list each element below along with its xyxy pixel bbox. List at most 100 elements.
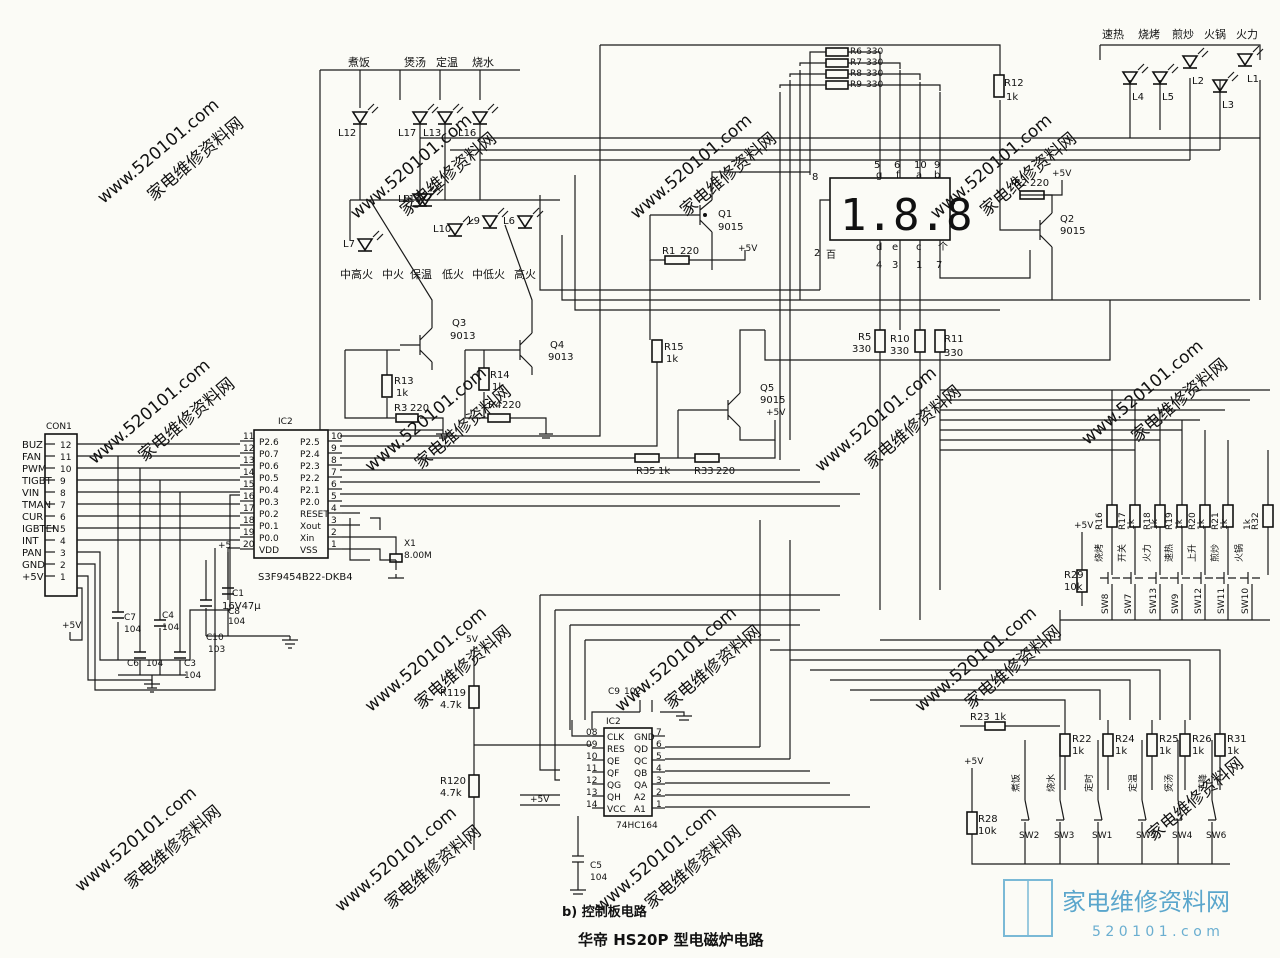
resistor-label: R17 (1118, 512, 1128, 530)
ic2-pin-number: 5 (331, 492, 337, 502)
cap-c10-label: C10 (206, 633, 224, 643)
supply-5v: +5V (1052, 169, 1072, 179)
resistor-r1-value: 220 (680, 246, 699, 257)
ic-mcu: IC2 11P2.612P0.713P0.614P0.515P0.416P0.3… (240, 417, 353, 583)
ic2-pin-label: Xin (300, 534, 314, 544)
resistor-r10-value: 330 (890, 346, 909, 357)
led-ref: L12 (338, 128, 356, 139)
led-ref: L10 (433, 224, 451, 235)
resistor-value: 330 (866, 58, 883, 68)
switch-func: 开关 (1116, 544, 1128, 562)
crystal-value: 8.00M (404, 551, 432, 561)
con1-pin-number: 6 (60, 513, 66, 523)
switch-icon (1123, 572, 1143, 584)
resistor-r12: R12 1k (993, 74, 1024, 103)
ic2-pin-label: VSS (300, 546, 318, 556)
resistor-value: 1k (1115, 746, 1127, 757)
led-icon (416, 193, 434, 207)
switch-icon (1170, 572, 1190, 584)
con1-caps: C7 104 C6 104 C4 104 C3 104 (112, 456, 201, 693)
ic2-pin-label: VDD (259, 546, 279, 556)
display-pin: 3 (892, 260, 898, 271)
ic2-pin-number: 15 (243, 480, 254, 490)
resistor-r120-value: 4.7k (440, 788, 462, 799)
led-ref: L2 (1192, 76, 1204, 87)
con1-pin-number: 3 (60, 549, 66, 559)
transistor-q4-label: Q4 (550, 340, 564, 351)
display-pin: 2 (814, 248, 820, 259)
con1-pin-label: FAN (22, 452, 41, 463)
switch-icon (1138, 740, 1147, 864)
supply-plus5: +5V (964, 757, 984, 767)
ic2-pin-number: 14 (243, 468, 255, 478)
switch-ref: SW12 (1194, 588, 1204, 614)
transistor-q1: Q1 9015 R1 220 +5V (649, 171, 810, 340)
switch-icon (1216, 572, 1236, 584)
ic2-body (253, 429, 329, 559)
cap-c9-value: 102 (624, 687, 641, 697)
transistor-q5: Q5 9015 +5V R35 1k R33 220 (340, 300, 1111, 477)
display-pin: 7 (936, 260, 942, 271)
switch-icon (1208, 740, 1217, 864)
switch-ref: SW13 (1149, 588, 1159, 614)
ic3-pin-label: QD (634, 745, 648, 755)
con1-pin-number: 10 (60, 465, 72, 475)
crystal-x1: X1 8.00M (342, 512, 432, 579)
switch-ref: SW6 (1206, 831, 1227, 841)
resistor-value: 1k (1175, 518, 1185, 530)
cap-c3-value: 104 (184, 671, 201, 681)
led-ref: L16 (458, 128, 476, 139)
led-ref: L4 (1132, 92, 1144, 103)
switch-ref: SW4 (1172, 831, 1193, 841)
resistor-r11-label: R11 (944, 334, 964, 345)
resistor-value: 1k (1227, 746, 1239, 757)
resistor-r33-label: R33 (694, 466, 714, 477)
led-mid-func: 中火 (382, 268, 404, 281)
con1-pin-number: 12 (60, 441, 71, 451)
con1-pin-label: IGBTEN (22, 524, 59, 535)
resistor-r12-label: R12 (1004, 78, 1024, 89)
resistor-r35-value: 1k (658, 466, 670, 477)
resistor-r28-label: R28 (978, 814, 998, 825)
con1-pin-label: PWM (22, 464, 47, 475)
display-pin: 4 (876, 260, 882, 271)
led-icon (516, 215, 534, 229)
ic2-pin-label: P0.2 (259, 510, 279, 520)
switch-func: 下降 (1197, 774, 1209, 792)
cap-c4-label: C4 (162, 611, 174, 621)
supply-plus5: +5V (1074, 521, 1094, 531)
resistor-r28-value: 10k (978, 826, 997, 837)
ic3-label: IC2 (606, 717, 621, 727)
resistor-r2-value: 220 (1030, 178, 1049, 189)
ic3-pin-label: QB (634, 769, 647, 779)
transistor-q4-part: 9013 (548, 352, 573, 363)
watermark-text: 家电维修资料网 (1144, 754, 1248, 846)
display-digits: 1.8.8 (840, 190, 972, 241)
led-icon (481, 215, 499, 229)
led-ref: L5 (1162, 92, 1174, 103)
resistor-r29-value: 10k (1064, 582, 1083, 593)
led-right-func: 烧烤 (1138, 27, 1160, 41)
led-ref: L17 (398, 128, 416, 139)
resistor-r23-value: 1k (994, 712, 1006, 723)
switch-icon (1148, 572, 1168, 584)
ic2-pin-label: P0.4 (259, 486, 279, 496)
cap-c1-value: 16V47μ (222, 601, 261, 612)
con1-pin-label: BUZ (22, 440, 43, 451)
con1-pin-label: GND (22, 560, 45, 571)
ic3-pin-label: QG (607, 781, 621, 791)
ic2-pin-number: 6 (331, 480, 337, 490)
resistor-value: 330 (866, 47, 883, 57)
ic3-pin-label: QH (607, 793, 621, 803)
ic3-pin-number: 1 (656, 800, 662, 810)
ic3-pin-number: 7 (656, 728, 662, 738)
display-units: 个 (938, 241, 948, 253)
ic2-pin-number: 16 (243, 492, 255, 502)
ic2-pin-label: Xout (300, 522, 321, 532)
ic2-label: IC2 (278, 417, 293, 427)
con1-label: CON1 (46, 422, 72, 432)
display-seg: d (876, 242, 882, 253)
display-body (829, 177, 951, 241)
display-hundreds: 百 (826, 249, 836, 261)
led-ref: L7 (343, 239, 355, 250)
